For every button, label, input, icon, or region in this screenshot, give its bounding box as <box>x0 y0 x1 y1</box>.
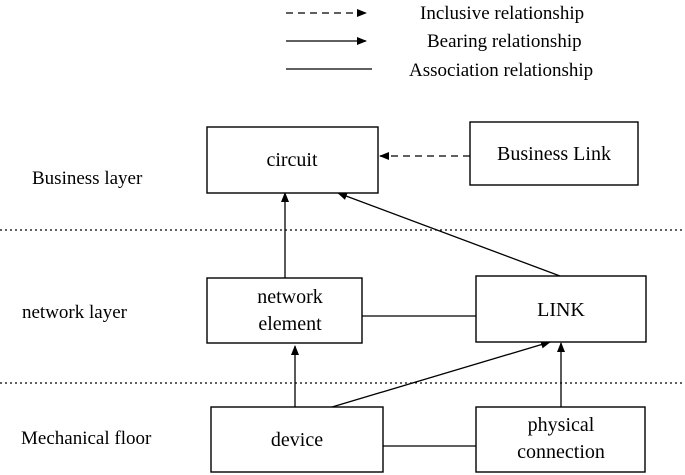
node-network-element-box <box>206 277 363 344</box>
node-business-link-box <box>469 121 639 186</box>
layer-label-network: network layer <box>22 302 128 323</box>
node-link-box <box>475 275 647 343</box>
layer-label-business: Business layer <box>32 168 143 189</box>
legend-bearing-label: Bearing relationship <box>427 31 582 52</box>
node-circuit: circuit <box>206 126 379 194</box>
node-physical-connection: physical connection <box>475 406 646 473</box>
node-physical-connection-label-line2: connection <box>517 441 605 463</box>
node-network-element: network element <box>206 277 363 344</box>
edges <box>281 152 565 447</box>
node-physical-connection-label-line1: physical <box>528 414 595 436</box>
legend-association-label: Association relationship <box>409 60 593 81</box>
node-link-label: LINK <box>537 299 585 321</box>
node-business-link-label: Business Link <box>497 143 611 165</box>
node-circuit-box <box>206 126 379 194</box>
node-link: LINK <box>475 275 647 343</box>
node-device-box <box>210 406 384 473</box>
node-circuit-label: circuit <box>266 149 318 171</box>
legend-inclusive-label: Inclusive relationship <box>420 3 584 24</box>
layer-label-mechanical: Mechanical floor <box>21 428 152 449</box>
edge-link-to-circuit <box>337 192 561 277</box>
legend: Inclusive relationship Bearing relations… <box>286 3 593 81</box>
node-physical-connection-box <box>475 406 646 473</box>
node-network-element-label-line2: element <box>258 313 322 335</box>
node-business-link: Business Link <box>469 121 639 186</box>
node-device: device <box>210 406 384 473</box>
edge-device-to-link <box>331 340 551 408</box>
node-network-element-label-line1: network <box>257 286 323 308</box>
node-device-label: device <box>271 429 323 451</box>
